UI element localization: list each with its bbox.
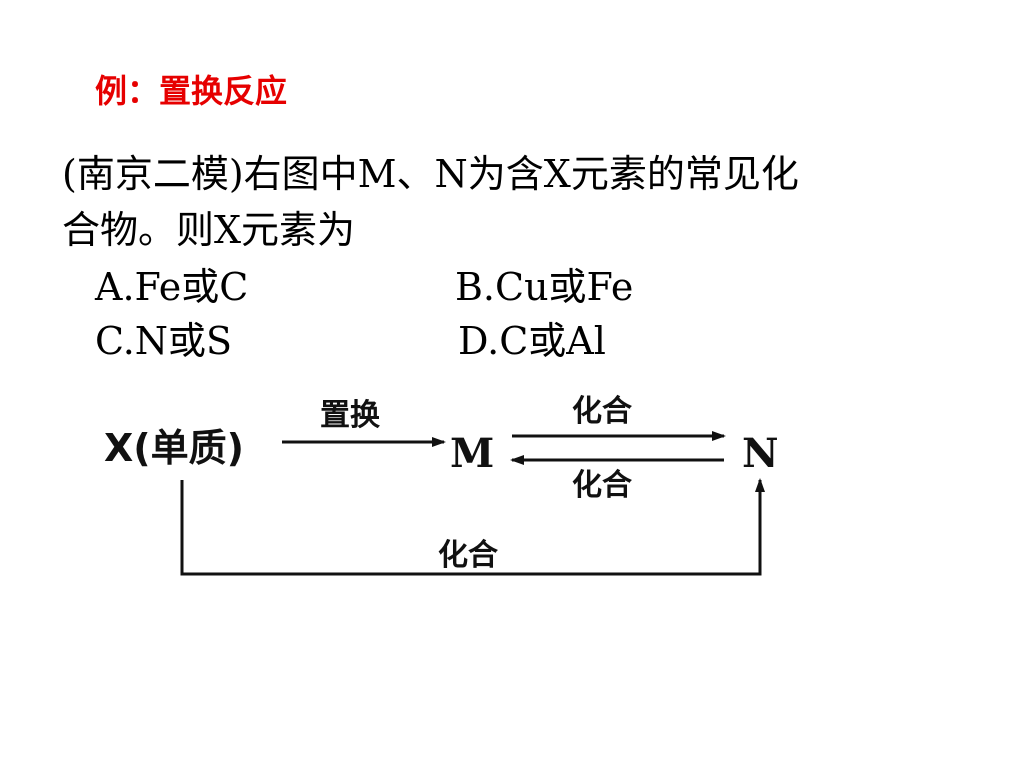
- option-d: D.C或Al: [458, 319, 606, 363]
- node-x-element: X(单质): [104, 426, 245, 470]
- edge-label-m-to-n: 化合: [572, 394, 632, 429]
- edge-label-x-to-m: 置换: [320, 398, 380, 433]
- node-m-compound: M: [450, 430, 495, 477]
- diagram-lines: [180, 431, 765, 576]
- reaction-diagram: X(单质) M N 置换 化合 化合 化合: [90, 388, 810, 598]
- option-a: A.Fe或C: [95, 265, 249, 309]
- question-text: (南京二模)右图中M、N为含X元素的常见化 合物。则X元素为: [62, 146, 962, 258]
- edge-label-x-to-n: 化合: [438, 538, 498, 573]
- example-heading: 例：置换反应: [95, 72, 288, 110]
- option-b: B.Cu或Fe: [455, 265, 634, 309]
- arrow-x-to-n: [180, 478, 765, 576]
- question-line-2: 合物。则X元素为: [62, 208, 356, 252]
- option-c: C.N或S: [95, 319, 233, 363]
- question-line-1: (南京二模)右图中M、N为含X元素的常见化: [62, 152, 799, 196]
- edge-label-n-to-m: 化合: [572, 468, 632, 503]
- node-n-compound: N: [742, 430, 779, 477]
